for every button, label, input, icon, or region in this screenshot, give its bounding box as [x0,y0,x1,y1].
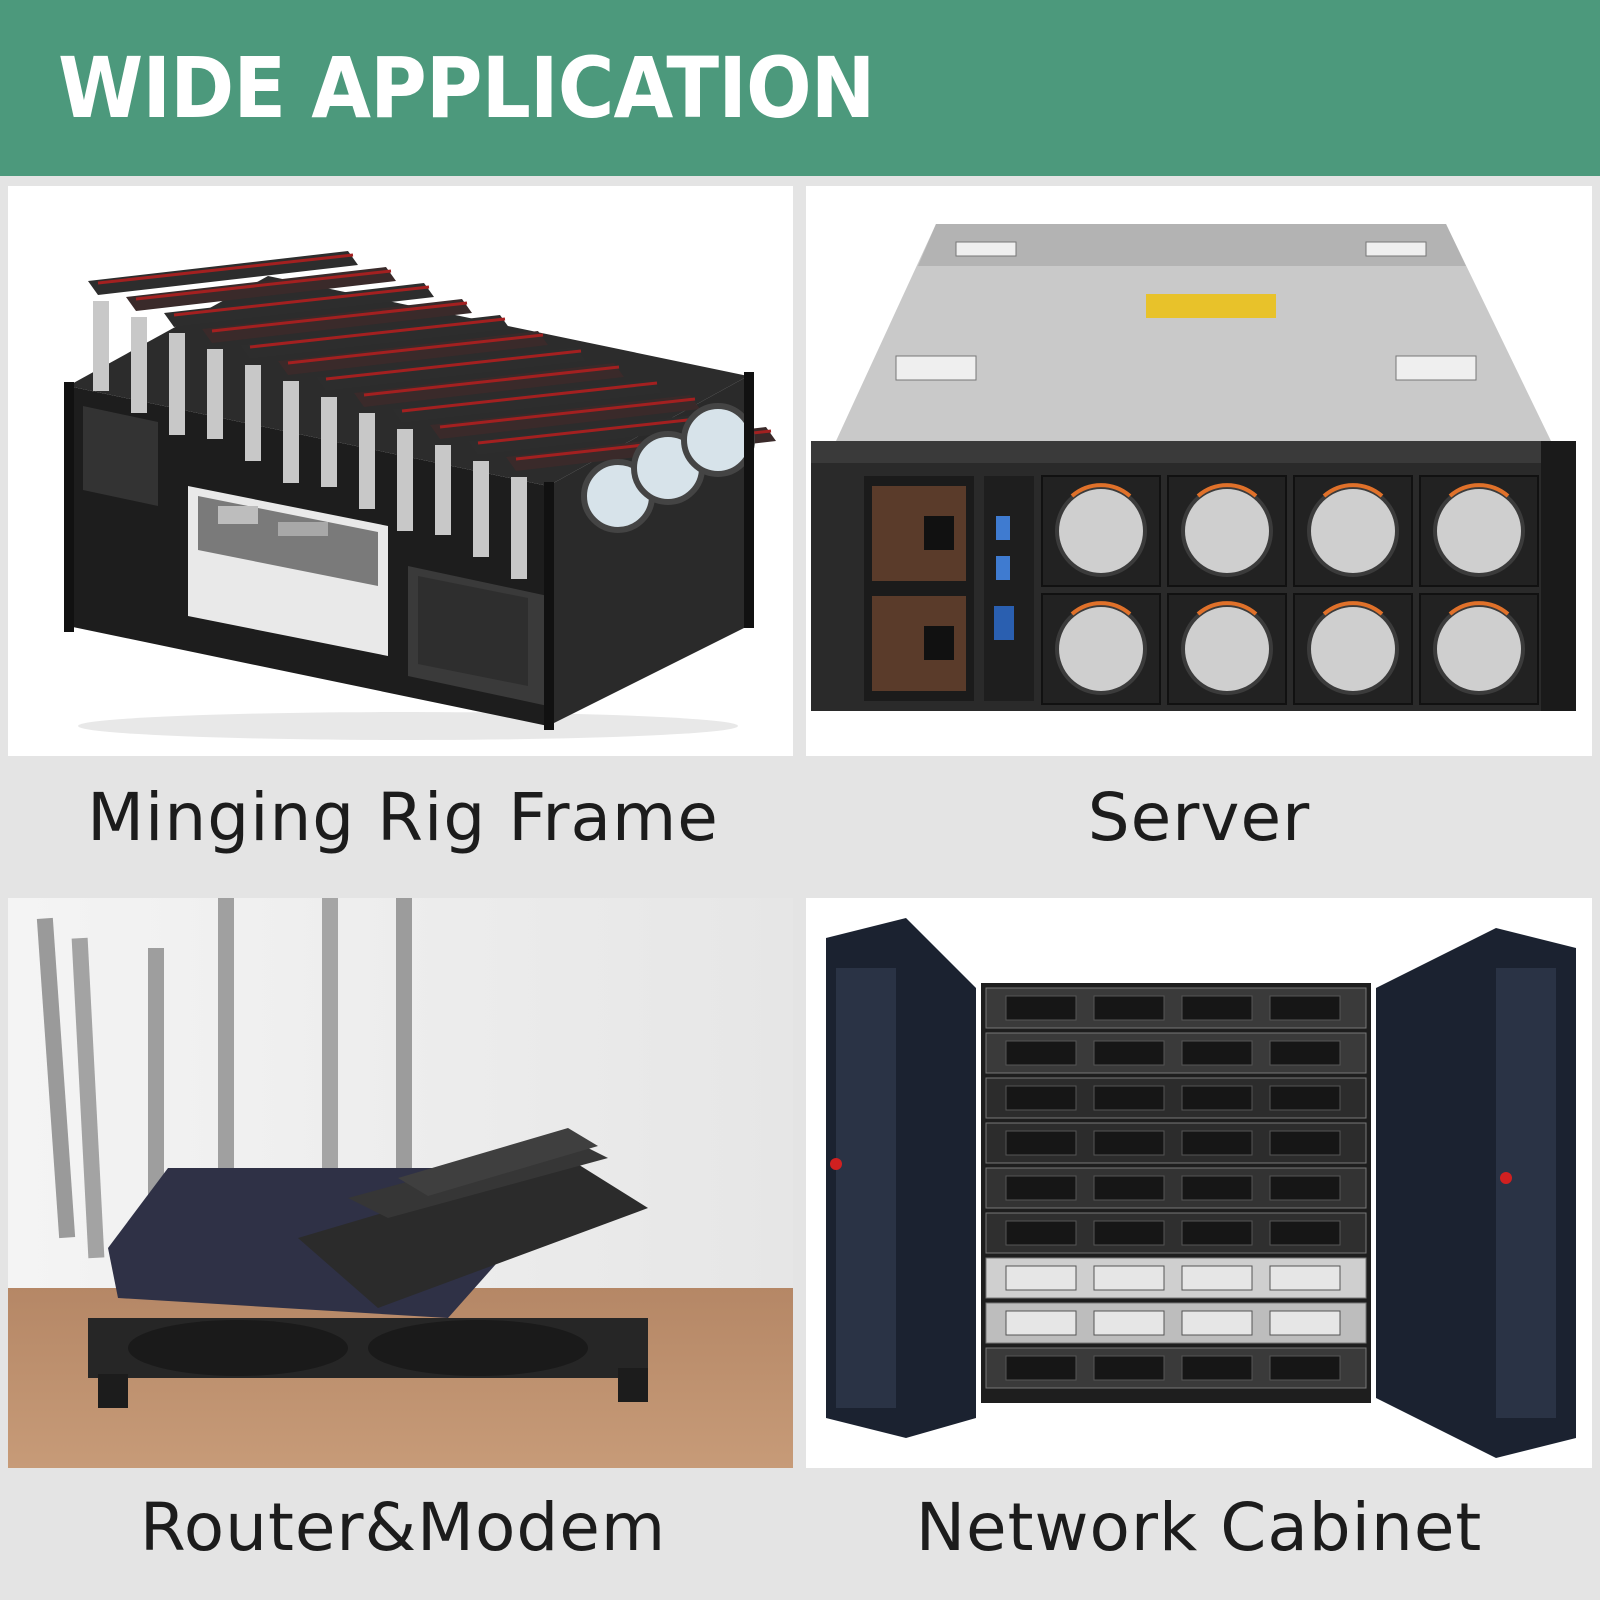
mining-rig-frame-image [8,186,793,756]
router-modem-image [8,898,793,1468]
server-image [806,186,1592,756]
caption-server: Server [1087,779,1311,856]
network-cabinet-image [806,898,1592,1468]
header-banner: WIDE APPLICATION [0,0,1600,176]
caption-router-modem: Router&Modem [139,1489,667,1566]
caption-network-cabinet: Network Cabinet [915,1489,1483,1566]
caption-mining-rig-frame: Minging Rig Frame [87,779,719,856]
page-title: WIDE APPLICATION [58,39,875,137]
